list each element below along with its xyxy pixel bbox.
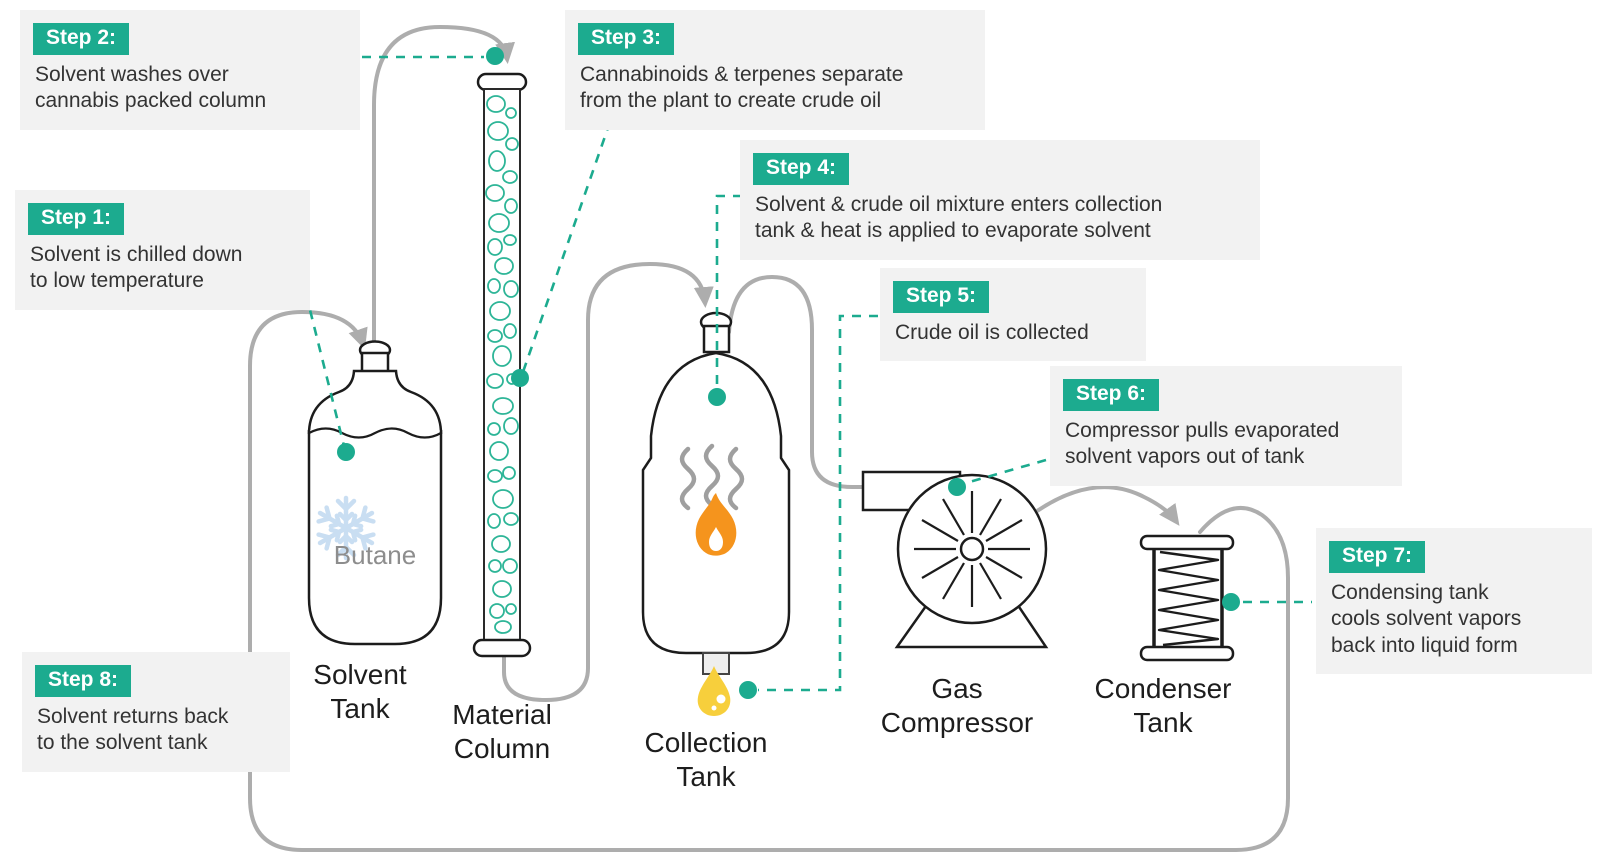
step-2-text: Solvent washes over cannabis packed colu… — [35, 63, 267, 113]
gas-compressor-label: Gas Compressor — [880, 673, 1034, 738]
step-8-callout: Step 8: Solvent returns back to the solv… — [22, 652, 290, 772]
condenser-top-flange — [1139, 534, 1235, 551]
step-3-dot — [511, 369, 529, 387]
condenser-tank — [1139, 534, 1235, 662]
step-2-dot — [486, 47, 504, 65]
step-4-text: Solvent & crude oil mixture enters colle… — [755, 193, 1163, 243]
step-3-callout: Step 3: Cannabinoids & terpenes separate… — [565, 10, 985, 130]
step-6-callout: Step 6: Compressor pulls evaporated solv… — [1050, 366, 1402, 486]
solvent-tank-label: Solvent Tank — [313, 659, 407, 724]
material-column-label: Material Column — [452, 699, 552, 764]
gas-compressor — [861, 470, 1049, 649]
step-anchor-dots — [337, 47, 1240, 699]
condenser-tank-label: Condenser Tank — [1094, 673, 1232, 738]
solvent-tank-neck — [360, 351, 390, 374]
step-1-dot — [337, 443, 355, 461]
step-3-connector — [521, 121, 612, 373]
step-4-dot — [708, 388, 726, 406]
step-5-dot — [739, 681, 757, 699]
pipe-collection-tank-to-compressor — [727, 274, 896, 497]
flame-icon — [695, 493, 737, 556]
solvent-tank-dome — [307, 369, 443, 435]
step-7-callout: Step 7: Condensing tank cools solvent va… — [1316, 528, 1592, 675]
pipe-solvent-tank-to-material-column — [372, 24, 515, 352]
condenser-bottom-flange — [1139, 645, 1235, 662]
material-column — [472, 72, 532, 658]
step-1-label: Step 1: — [28, 203, 125, 235]
step-3-label: Step 3: — [578, 23, 675, 55]
step-7-text: Condensing tank cools solvent vapors bac… — [1331, 581, 1522, 657]
step-5-callout: Step 5: Crude oil is collected — [880, 268, 1146, 362]
step-4-label: Step 4: — [753, 153, 850, 185]
step-7-dot — [1222, 593, 1240, 611]
solvent-tank-body — [307, 430, 443, 646]
step-5-connector — [758, 314, 878, 692]
step-1-text: Solvent is chilled down to low temperatu… — [30, 243, 243, 293]
step-6-text: Compressor pulls evaporated solvent vapo… — [1065, 419, 1340, 469]
step-4-connector — [715, 194, 742, 388]
step-7-label: Step 7: — [1329, 541, 1426, 573]
pipes — [248, 24, 1290, 852]
solvent-tank — [307, 340, 443, 646]
step-5-label: Step 5: — [893, 281, 990, 313]
pipe-condenser-return-to-solvent-tank — [248, 309, 1290, 852]
butane-label: Butane — [333, 540, 417, 570]
oil-drop-icon — [697, 666, 731, 716]
material-column-top-cap — [476, 72, 528, 92]
step-1-callout: Step 1: Solvent is chilled down to low t… — [15, 190, 310, 310]
step-3-text: Cannabinoids & terpenes separate from th… — [580, 63, 904, 113]
step-6-dot — [948, 478, 966, 496]
pipe-compressor-to-condenser — [1028, 485, 1180, 526]
step-connectors — [304, 55, 1312, 692]
step-4-callout: Step 4: Solvent & crude oil mixture ente… — [740, 140, 1260, 260]
cannabis-pebbles-icon — [485, 95, 519, 634]
step-6-connector — [965, 458, 1047, 485]
step-2-callout: Step 2: Solvent washes over cannabis pac… — [20, 10, 360, 130]
pipe-material-column-to-collection-tank — [502, 261, 714, 703]
step-8-text: Solvent returns back to the solvent tank — [37, 705, 229, 755]
collection-tank — [641, 311, 791, 716]
fan-icon — [914, 491, 1030, 607]
step-6-label: Step 6: — [1063, 379, 1160, 411]
step-8-label: Step 8: — [35, 665, 132, 697]
solvent-tank-liquid-line — [308, 427, 442, 439]
step-5-text: Crude oil is collected — [895, 321, 1089, 344]
collection-tank-label: Collection Tank — [644, 727, 768, 792]
step-2-label: Step 2: — [33, 23, 130, 55]
coil-icon — [1157, 550, 1220, 647]
material-column-bottom-cap — [472, 638, 532, 658]
